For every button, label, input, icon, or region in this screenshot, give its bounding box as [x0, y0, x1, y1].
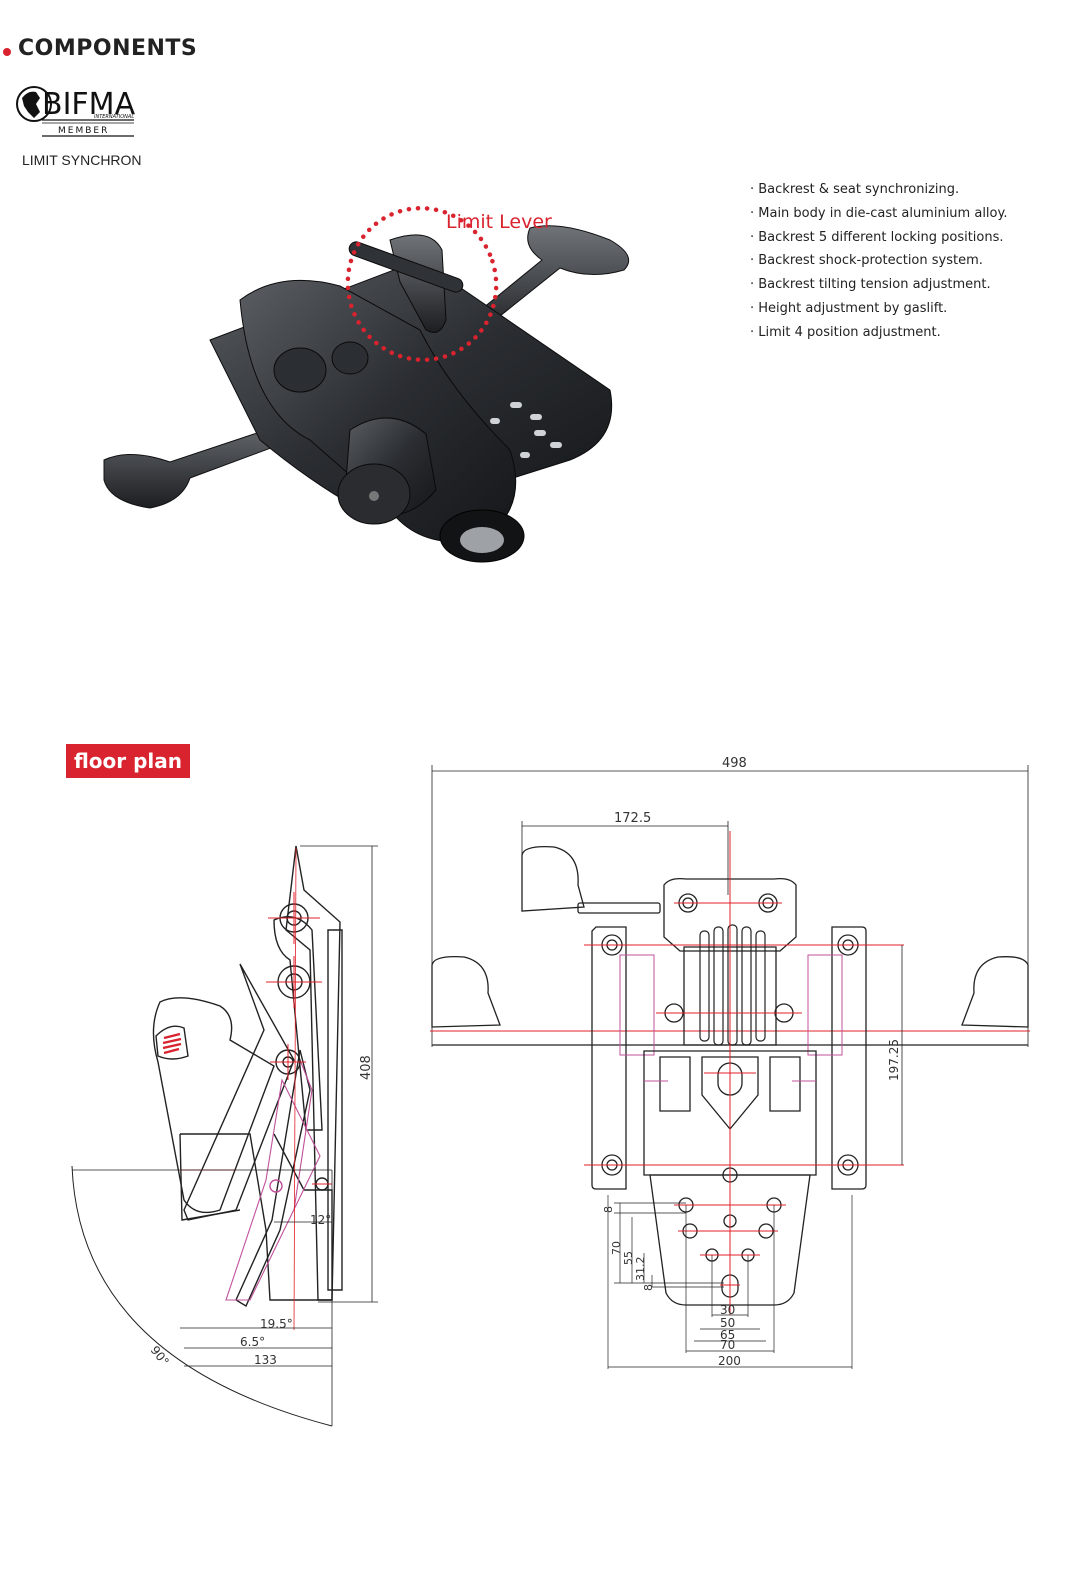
feature-item: Height adjustment by gaslift. — [750, 297, 1007, 321]
feature-item: Backrest shock-protection system. — [750, 249, 1007, 273]
top-dim-8a: 8 — [602, 1206, 615, 1213]
feature-item: Backrest 5 different locking positions. — [750, 226, 1007, 250]
top-dim-8b: 8 — [642, 1284, 655, 1291]
top-bottom-50: 50 — [720, 1316, 735, 1330]
side-depth-133: 133 — [254, 1353, 277, 1367]
top-dim-55: 55 — [622, 1251, 635, 1265]
top-dim-70: 70 — [610, 1241, 623, 1255]
feature-item: Main body in die-cast aluminium alloy. — [750, 202, 1007, 226]
side-angle-19-5: 19.5° — [260, 1317, 293, 1331]
side-angle-90: 90° — [148, 1343, 172, 1368]
top-dim-31-2: 31.2 — [634, 1257, 647, 1282]
top-width-498: 498 — [722, 756, 747, 771]
side-height-408: 408 — [359, 1055, 374, 1080]
top-bottom-70: 70 — [720, 1338, 735, 1352]
page-title: COMPONENTS — [18, 36, 198, 61]
logo-wordmark: BIFMA — [42, 87, 136, 122]
top-bottom-65: 65 — [720, 1328, 735, 1342]
mechanism-photo: Limit Lever — [103, 205, 630, 563]
top-view-drawing: 498 172.5 — [430, 756, 1030, 1369]
side-angle-12: 12° — [310, 1213, 331, 1227]
feature-list: Backrest & seat synchronizing. Main body… — [750, 178, 1007, 345]
product-subtitle: LIMIT SYNCHRON — [22, 152, 142, 168]
logo-member: MEMBER — [58, 126, 109, 136]
feature-item: Backrest & seat synchronizing. — [750, 178, 1007, 202]
feature-item: Backrest tilting tension adjustment. — [750, 273, 1007, 297]
top-height-197-25: 197.25 — [887, 1039, 901, 1081]
side-view-drawing: 408 12° 19.5° 6.5° 133 90° — [71, 845, 378, 1427]
bullet-dot — [3, 48, 11, 56]
limit-lever-label: Limit Lever — [446, 211, 552, 233]
feature-item: Limit 4 position adjustment. — [750, 321, 1007, 345]
bifma-logo: BIFMA INTERNATIONAL MEMBER — [16, 86, 136, 137]
top-bottom-200: 200 — [718, 1354, 741, 1368]
top-bottom-30: 30 — [720, 1303, 735, 1317]
top-width-172-5: 172.5 — [614, 811, 651, 826]
side-angle-6-5: 6.5° — [240, 1335, 265, 1349]
logo-international: INTERNATIONAL — [94, 114, 134, 120]
floor-plan-label: floor plan — [66, 744, 190, 778]
